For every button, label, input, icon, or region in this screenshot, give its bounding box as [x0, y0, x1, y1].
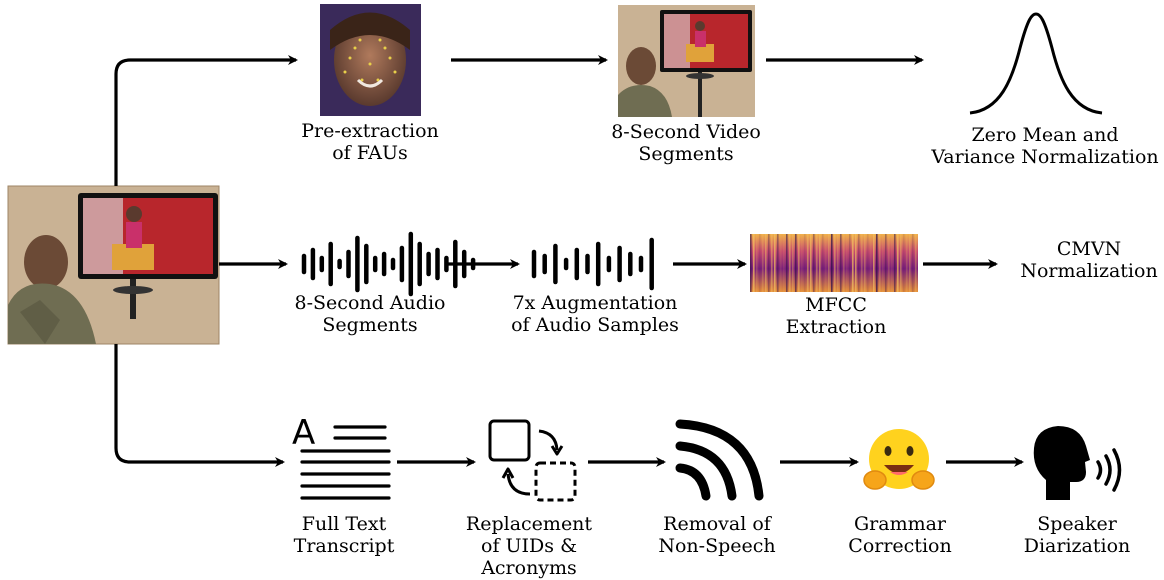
spectrogram-band [885, 234, 887, 292]
spectrogram-band [891, 234, 893, 292]
spectrogram-band [906, 234, 908, 292]
audio-waveform-augmented-icon [531, 237, 654, 291]
spectrogram-band [837, 234, 839, 292]
spectrogram-band [861, 234, 863, 292]
spectrogram-band [813, 234, 815, 292]
mfcc-spectrogram-icon [750, 234, 918, 292]
swap-boxes-icon [488, 419, 577, 502]
spectrogram-band [774, 234, 776, 292]
spectrogram-band [753, 234, 755, 292]
spectrogram-band [840, 234, 842, 292]
spectrogram-band [798, 234, 800, 292]
spectrogram-band [864, 234, 866, 292]
spectrogram-band [771, 234, 773, 292]
spectrogram-band [858, 234, 860, 292]
spectrogram-band [807, 234, 809, 292]
spectrogram-band [780, 234, 782, 292]
spectrogram-band [909, 234, 911, 292]
spectrogram-band [795, 234, 797, 292]
spectrogram-band [792, 234, 794, 292]
arrow-source-to-fau [114, 55, 298, 186]
video-segment-photo [618, 5, 755, 117]
spectrogram-band [888, 234, 890, 292]
spectrogram-band [804, 234, 806, 292]
spectrogram-band [783, 234, 785, 292]
flow-arrows [114, 55, 1024, 467]
spectrogram-band [882, 234, 884, 292]
speaking-head-icon [1033, 426, 1122, 500]
spectrogram-band [819, 234, 821, 292]
spectrogram-band [756, 234, 758, 292]
spectrogram-band [855, 234, 857, 292]
face-landmarks-photo [320, 4, 421, 116]
spectrogram-band [801, 234, 803, 292]
spectrogram-band [846, 234, 848, 292]
spectrogram-band [852, 234, 854, 292]
soldier-watching-tv-photo [7, 185, 220, 345]
spectrogram-band [843, 234, 845, 292]
hugging-face-icon [863, 429, 935, 490]
spectrogram-band [765, 234, 767, 292]
spectrogram-band [750, 234, 752, 292]
spectrogram-band [912, 234, 914, 292]
spectrogram-band [894, 234, 896, 292]
spectrogram-band [879, 234, 881, 292]
spectrogram-band [789, 234, 791, 292]
transcript-letter-icon: A [292, 413, 315, 453]
spectrogram-band [831, 234, 833, 292]
spectrogram-band [810, 234, 812, 292]
spectrogram-band [900, 234, 902, 292]
spectrogram-band [915, 234, 917, 292]
audio-waveform-icon [301, 231, 476, 297]
spectrogram-band [897, 234, 899, 292]
spectrogram-band [873, 234, 875, 292]
spectrogram-band [768, 234, 770, 292]
spectrogram-band [870, 234, 872, 292]
gaussian-curve-icon [969, 12, 1103, 115]
spectrogram-band [867, 234, 869, 292]
spectrogram-band [816, 234, 818, 292]
spectrogram-band [828, 234, 830, 292]
spectrogram-band [822, 234, 824, 292]
spectrogram-band [834, 234, 836, 292]
spectrogram-band [777, 234, 779, 292]
spectrogram-band [825, 234, 827, 292]
spectrogram-band [876, 234, 878, 292]
spectrogram-band [759, 234, 761, 292]
spectrogram-band [849, 234, 851, 292]
spectrogram-band [762, 234, 764, 292]
spectrogram-band [786, 234, 788, 292]
spectrogram-band [903, 234, 905, 292]
text-transcript-icon [300, 425, 391, 500]
arrow-source-to-transcript [114, 344, 285, 467]
signal-arcs-icon [675, 419, 764, 501]
